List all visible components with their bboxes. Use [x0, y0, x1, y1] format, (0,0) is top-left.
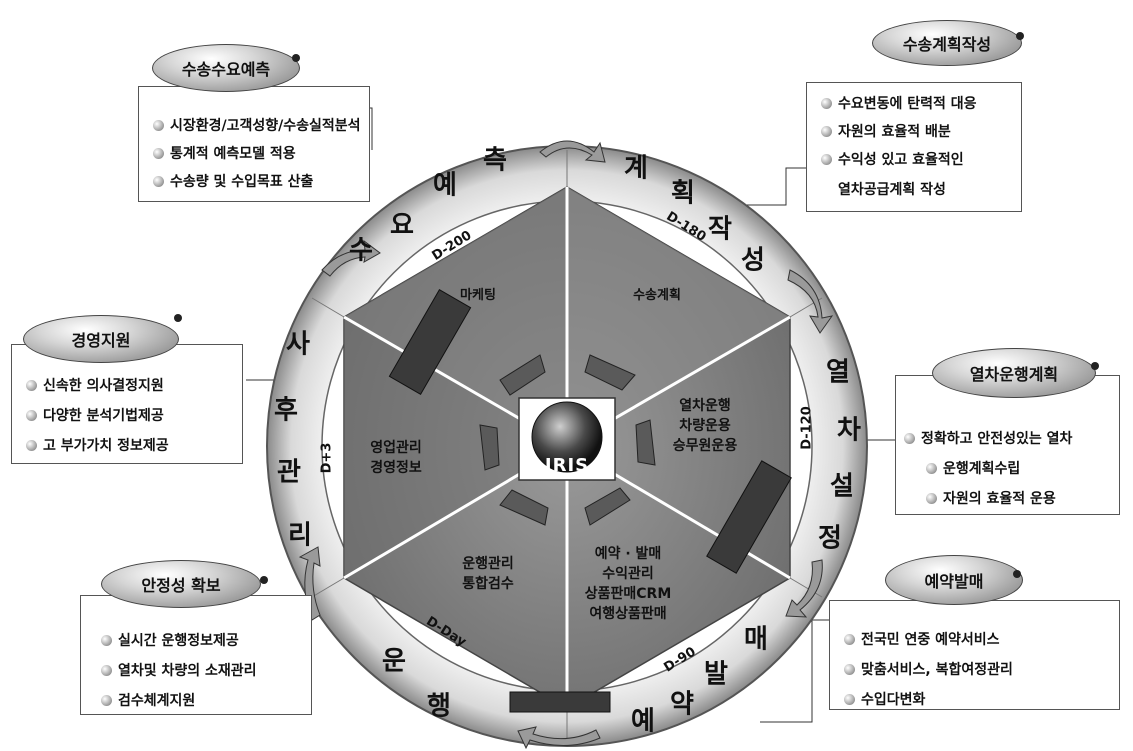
ring-char-cha: 차	[837, 410, 861, 447]
sector-biz-line1: 영업관리	[370, 438, 422, 458]
day-label-d3: D+3	[320, 443, 335, 474]
day-label-d120: D-120	[800, 406, 815, 450]
callout-plan-item-3: 수익성 있고 효율적인	[821, 149, 964, 169]
sector-ops-line1: 운행관리	[462, 554, 514, 574]
callout-sales: 전국민 연중 예약서비스 맞춤서비스, 복합여정관리 수입다변화	[829, 600, 1120, 710]
ring-char-seong: 성	[741, 240, 765, 277]
bullet-icon	[153, 148, 164, 159]
callout-demand-item-2: 통계적 예측모델 적용	[153, 143, 296, 163]
ring-char-ye: 예	[433, 165, 457, 202]
ring-char-cheuk: 측	[483, 140, 507, 177]
ring-char-sa: 사	[286, 324, 310, 361]
bullet-icon	[101, 635, 112, 646]
bullet-icon	[101, 695, 112, 706]
bullet-icon	[821, 154, 832, 165]
callout-safety-item-3: 검수체계지원	[101, 690, 195, 710]
bullet-icon	[153, 120, 164, 131]
bullet-icon	[153, 176, 164, 187]
ring-char-yo: 요	[390, 205, 414, 242]
ring-char-gye: 계	[624, 148, 648, 185]
callout-demand-title: 수송수요예측	[152, 44, 300, 92]
center-label: IRIS	[545, 456, 589, 476]
sector-sales-line2: 수익관리	[585, 564, 672, 584]
callout-train-item-1: 정확하고 안전성있는 열차	[904, 428, 1072, 448]
sector-sales-mgmt: 예약 · 발매 수익관리 상품판매CRM 여행상품판매	[585, 544, 672, 624]
sector-biz-line2: 경영정보	[370, 458, 422, 478]
ring-char-un: 운	[382, 641, 406, 678]
callout-train-item-3: 자원의 효율적 운용	[926, 488, 1056, 508]
callout-mgmt-item-2: 다양한 분석기법제공	[26, 405, 164, 425]
ring-char-gwan: 관	[277, 452, 301, 489]
ring-char-haeng: 행	[427, 686, 451, 723]
callout-demand-item-1: 시장환경/고객성향/수송실적분석	[153, 115, 361, 135]
sector-train-ops-line1: 열차운행	[673, 396, 737, 416]
callout-safety-title: 안정성 확보	[101, 560, 261, 608]
ring-char-mae: 매	[744, 619, 768, 656]
callout-sales-title: 예약발매	[885, 555, 1023, 605]
callout-sales-item-1: 전국민 연중 예약서비스	[844, 629, 1000, 649]
sector-marketing: 마케팅	[460, 286, 496, 306]
sector-biz-mgmt: 영업관리 경영정보	[370, 438, 422, 478]
callout-demand: 시장환경/고객성향/수송실적분석 통계적 예측모델 적용 수송량 및 수입목표 …	[138, 86, 370, 202]
sector-sales-line1: 예약 · 발매	[585, 544, 672, 564]
callout-mgmt-title: 경영지원	[23, 315, 179, 363]
bullet-icon	[926, 493, 937, 504]
callout-mgmt-item-3: 고 부가가치 정보제공	[26, 435, 169, 455]
bullet-icon	[904, 433, 915, 444]
sector-train-ops-line3: 승무원운용	[673, 436, 737, 456]
bullet-icon	[926, 463, 937, 474]
bullet-icon	[26, 410, 37, 421]
callout-demand-item-3: 수송량 및 수입목표 산출	[153, 171, 313, 191]
ring-char-su: 수	[349, 230, 373, 267]
callout-safety: 실시간 운행정보제공 열차및 차량의 소재관리 검수체계지원	[80, 595, 312, 715]
bullet-icon	[844, 634, 855, 645]
callout-plan-item-4: 열차공급계획 작성	[838, 179, 946, 199]
bullet-icon	[821, 126, 832, 137]
ring-char-hu: 후	[274, 390, 298, 427]
sector-ops-line2: 통합검수	[462, 574, 514, 594]
ring-char-jeong: 정	[818, 518, 842, 555]
sector-train-ops-line2: 차량운용	[673, 416, 737, 436]
sector-train-ops: 열차운행 차량운용 승무원운용	[673, 396, 737, 456]
callout-safety-item-1: 실시간 운행정보제공	[101, 630, 239, 650]
bullet-icon	[26, 440, 37, 451]
bullet-icon	[844, 694, 855, 705]
ring-char-ri: 리	[288, 515, 312, 552]
ring-char-hoek: 획	[671, 173, 695, 210]
bullet-icon	[26, 380, 37, 391]
callout-sales-item-3: 수입다변화	[844, 689, 925, 709]
callout-sales-item-2: 맞춤서비스, 복합여정관리	[844, 659, 1013, 679]
bullet-icon	[821, 98, 832, 109]
sector-ops-mgmt: 운행관리 통합검수	[462, 554, 514, 594]
ring-char-yak: 약	[670, 684, 694, 721]
callout-plan-title: 수송계획작성	[872, 20, 1022, 66]
bullet-icon	[101, 665, 112, 676]
sector-sales-line4: 여행상품판매	[585, 604, 672, 624]
callout-train-title: 열차운행계획	[932, 348, 1096, 398]
callout-plan-item-1: 수요변동에 탄력적 대응	[821, 93, 977, 113]
callout-plan: 수요변동에 탄력적 대응 자원의 효율적 배분 수익성 있고 효율적인 열차공급…	[806, 82, 1022, 212]
bottom-tag	[510, 692, 610, 712]
sector-sales-line3: 상품판매CRM	[585, 584, 672, 604]
ring-char-yeol: 열	[826, 352, 850, 389]
callout-plan-item-2: 자원의 효율적 배분	[821, 121, 951, 141]
callout-mgmt-item-1: 신속한 의사결정지원	[26, 375, 164, 395]
callout-train-item-2: 운행계획수립	[926, 458, 1020, 478]
callout-safety-item-2: 열차및 차량의 소재관리	[101, 660, 257, 680]
ring-char-seol: 설	[830, 466, 854, 503]
callout-mgmt: 신속한 의사결정지원 다양한 분석기법제공 고 부가가치 정보제공	[11, 344, 243, 464]
sector-transport: 수송계획	[633, 286, 681, 306]
ring-char-jak: 작	[708, 209, 732, 246]
ring-char-ye2: 예	[631, 701, 655, 738]
ring-char-bal: 발	[704, 654, 728, 691]
bullet-icon	[844, 664, 855, 675]
